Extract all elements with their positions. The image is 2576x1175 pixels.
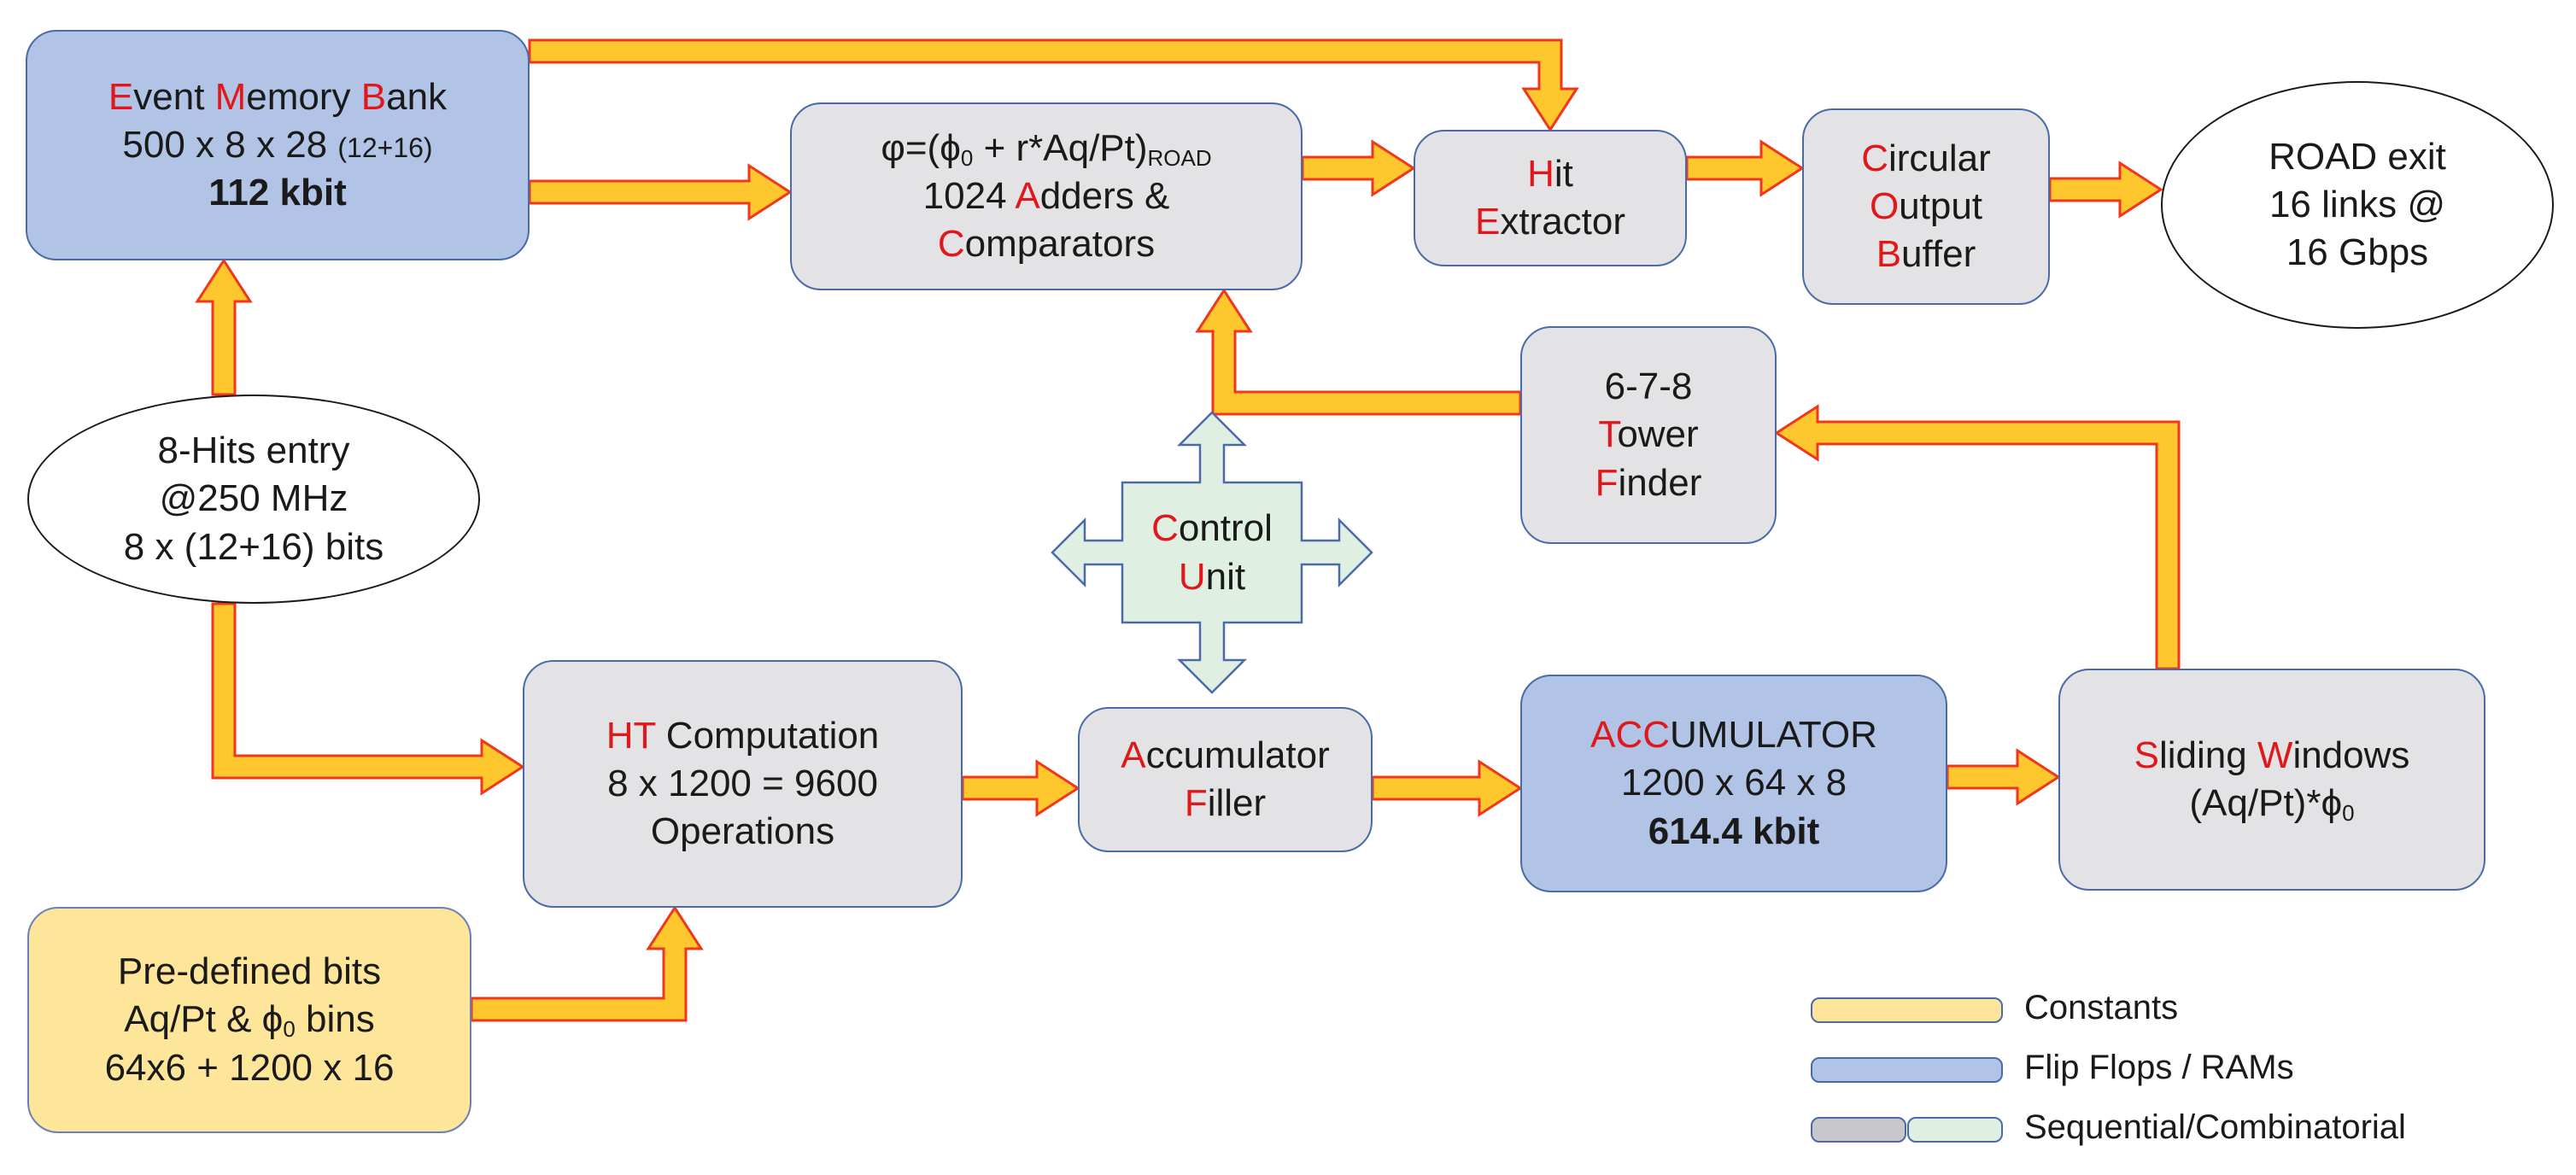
predefined-size: 64x6 + 1200 x 16 xyxy=(104,1046,395,1089)
arrow-predefined-to-ht xyxy=(470,905,704,1022)
arrow-hit-extractor-to-buffer xyxy=(1685,139,1805,197)
arrow-accumulator-to-sliding-windows xyxy=(1946,748,2061,806)
tower-label: Tower xyxy=(1598,413,1699,456)
unit-label: Unit xyxy=(1178,555,1246,598)
hits-entry-line3: 8 x (12+16) bits xyxy=(123,525,384,568)
accumulator-title: ACCUMULATOR xyxy=(1590,714,1877,757)
legend-swatch-sequential xyxy=(1811,1117,1906,1143)
legend-swatch-constants xyxy=(1811,997,2003,1023)
accumulator-label: Accumulator xyxy=(1121,734,1330,776)
control-unit-label: Control Unit xyxy=(1122,487,1302,619)
arrow-memory-to-adders xyxy=(528,163,793,221)
control-unit-cross xyxy=(1051,411,1373,694)
arrow-memory-to-hit-extractor xyxy=(528,38,1579,132)
legend-label-memory: Flip Flops / RAMs xyxy=(2024,1049,2294,1086)
circular-output-buffer-box: Circular Output Buffer xyxy=(1802,108,2050,305)
phi-formula: φ=(ϕ0 + r*Aq/Pt)ROAD xyxy=(881,126,1212,171)
predefined-bins: Aq/Pt & ϕ0 bins xyxy=(124,998,375,1043)
comparators-label: Comparators xyxy=(937,223,1156,266)
arrow-buffer-to-road-exit xyxy=(2048,161,2163,219)
arrow-hits-entry-to-memory xyxy=(195,258,253,396)
road-exit-line1: ROAD exit xyxy=(2269,135,2446,178)
arrow-tower-finder-to-adders xyxy=(1195,288,1522,416)
hit-label: Hit xyxy=(1527,152,1573,195)
arrow-hits-entry-to-ht xyxy=(211,602,525,796)
filler-label: Filler xyxy=(1184,782,1267,824)
arrow-sliding-windows-to-tower-finder xyxy=(1774,404,2181,670)
hits-entry-line2: @250 MHz xyxy=(159,477,348,520)
finder-label: Finder xyxy=(1595,461,1702,504)
tower-finder-line1: 6-7-8 xyxy=(1604,365,1693,408)
extractor-label: Extractor xyxy=(1474,201,1626,243)
legend-swatch-memory xyxy=(1811,1057,2003,1083)
event-memory-bank-box: Event Memory Bank 500 x 8 x 28 (12+16) 1… xyxy=(26,30,530,260)
sliding-windows-title: Sliding Windows xyxy=(2134,734,2410,776)
road-exit-line2: 16 links @ xyxy=(2269,183,2446,225)
arrow-adders-to-hit-extractor xyxy=(1301,139,1416,197)
hits-entry-terminal: 8-Hits entry @250 MHz 8 x (12+16) bits xyxy=(27,395,480,604)
ht-title: HT Computation xyxy=(606,714,880,757)
predefined-title: Pre-defined bits xyxy=(117,950,382,993)
sliding-windows-formula: (Aq/Pt)*ϕ0 xyxy=(2189,782,2355,826)
event-memory-bank-capacity: 112 kbit xyxy=(208,172,347,214)
accumulator-filler-box: Accumulator Filler xyxy=(1078,707,1373,852)
legend-label-sequential-combinatorial: Sequential/Combinatorial xyxy=(2024,1108,2406,1146)
accumulator-capacity: 614.4 kbit xyxy=(1648,810,1820,852)
road-exit-terminal: ROAD exit 16 links @ 16 Gbps xyxy=(2161,81,2554,329)
adders-label: 1024 Adders & xyxy=(922,174,1170,217)
arrow-ht-to-filler xyxy=(961,759,1080,817)
accumulator-memory-box: ACCUMULATOR 1200 x 64 x 8 614.4 kbit xyxy=(1520,675,1947,892)
legend-swatch-combinatorial xyxy=(1907,1117,2003,1143)
ht-operations-label: Operations xyxy=(650,810,835,853)
circular-label: Circular xyxy=(1861,137,1991,179)
predefined-bits-box: Pre-defined bits Aq/Pt & ϕ0 bins 64x6 + … xyxy=(27,907,471,1133)
road-exit-line3: 16 Gbps xyxy=(2286,231,2429,274)
control-label: Control xyxy=(1151,507,1273,550)
hit-extractor-box: Hit Extractor xyxy=(1414,130,1687,266)
legend-label-constants: Constants xyxy=(2024,989,2179,1026)
sliding-windows-box: Sliding Windows (Aq/Pt)*ϕ0 xyxy=(2058,669,2485,891)
accumulator-size: 1200 x 64 x 8 xyxy=(1620,762,1847,804)
arrow-filler-to-accumulator xyxy=(1371,759,1523,817)
event-memory-bank-size: 500 x 8 x 28 (12+16) xyxy=(122,123,433,166)
ht-operations-count: 8 x 1200 = 9600 xyxy=(607,762,878,804)
ht-computation-box: HT Computation 8 x 1200 = 9600 Operation… xyxy=(523,660,963,908)
tower-finder-box: 6-7-8 Tower Finder xyxy=(1520,326,1777,544)
hits-entry-line1: 8-Hits entry xyxy=(157,430,350,472)
adders-comparators-box: φ=(ϕ0 + r*Aq/Pt)ROAD 1024 Adders & Compa… xyxy=(790,102,1303,290)
event-memory-bank-title: Event Memory Bank xyxy=(108,75,448,118)
output-label: Output xyxy=(1869,184,1983,227)
buffer-label: Buffer xyxy=(1876,233,1976,276)
